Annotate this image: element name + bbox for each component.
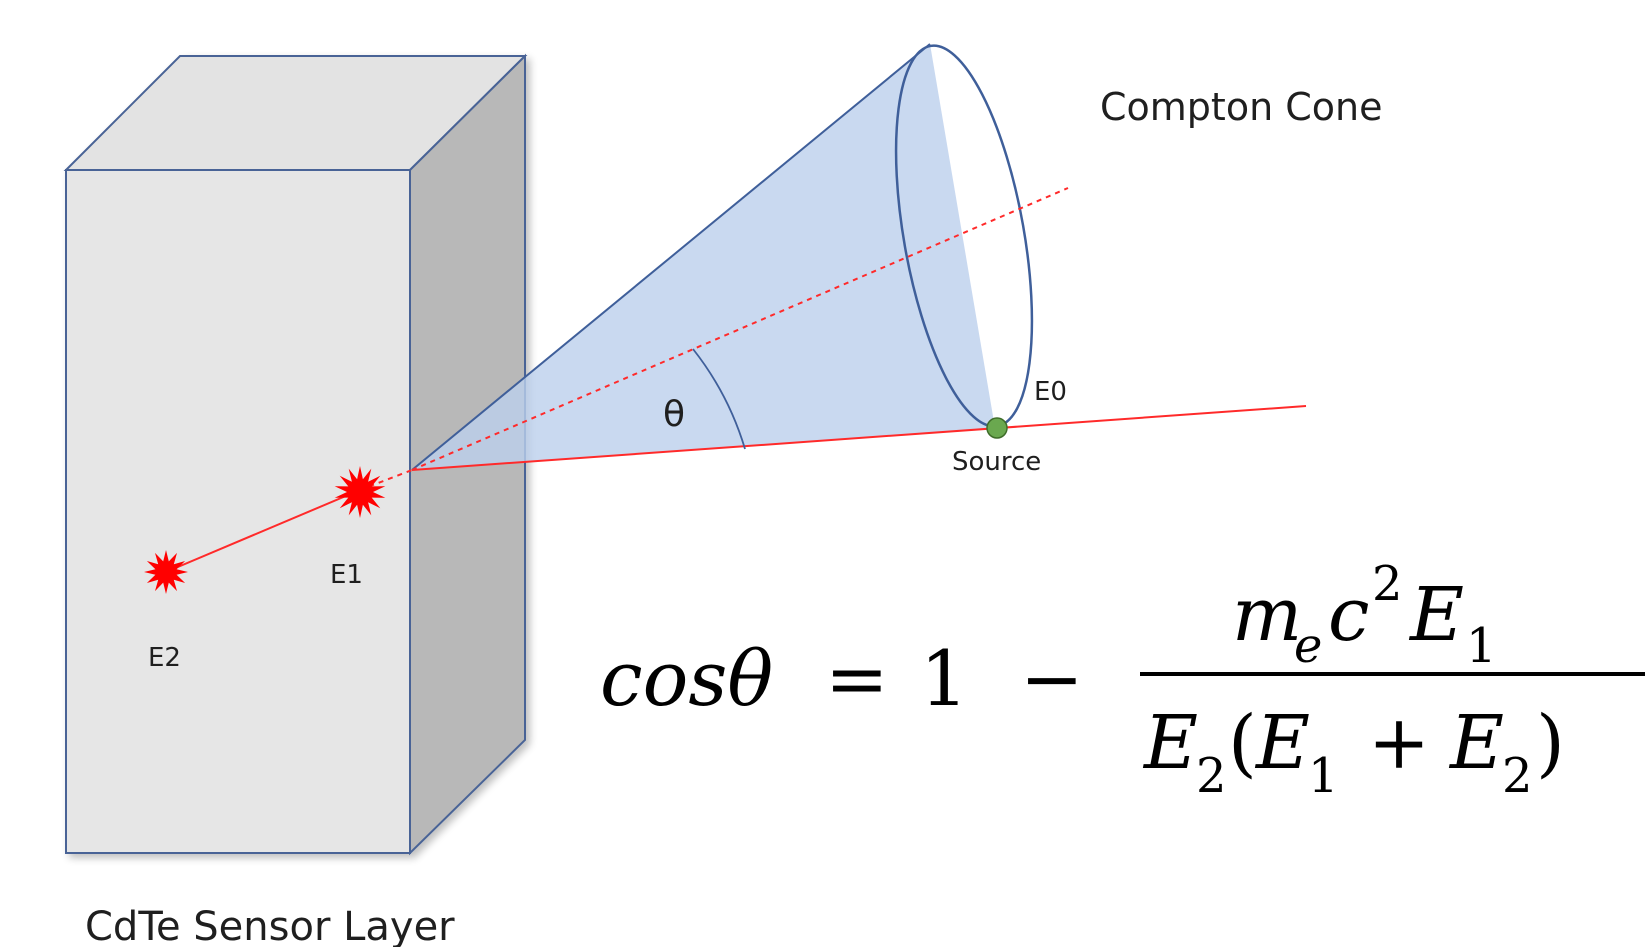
compton-formula: cosθ = 1 − m e c 2 E 1 E 2 ( E 1 + E 2 ) bbox=[600, 556, 1645, 804]
e2-interaction-burst bbox=[144, 550, 188, 594]
e0-label: E0 bbox=[1034, 377, 1067, 407]
denominator-e-b: E bbox=[1254, 700, 1310, 786]
e1-to-e2-ray bbox=[165, 489, 361, 573]
denominator-close-paren: ) bbox=[1536, 700, 1565, 786]
numerator-c: c bbox=[1328, 572, 1369, 658]
source-dot bbox=[986, 417, 1008, 439]
sensor-front-face bbox=[65, 169, 411, 854]
cone-body bbox=[412, 44, 995, 470]
cdte-sensor-box bbox=[63, 53, 528, 856]
source-label: Source bbox=[952, 447, 1041, 477]
e1-label: E1 bbox=[330, 560, 363, 590]
formula-equals: = bbox=[825, 634, 889, 723]
numerator-m: m bbox=[1232, 572, 1302, 658]
formula-one: 1 bbox=[920, 634, 968, 723]
formula-minus: − bbox=[1020, 634, 1084, 723]
formula-lhs: cosθ bbox=[600, 634, 773, 723]
scatter-to-source-ray bbox=[411, 405, 1307, 471]
numerator-e-sub: 1 bbox=[1466, 618, 1497, 674]
numerator-c-sup: 2 bbox=[1372, 556, 1403, 612]
e1-interaction-burst bbox=[334, 466, 386, 518]
compton-cone-label: Compton Cone bbox=[1100, 85, 1382, 129]
formula-numerator: m e c 2 E 1 bbox=[1232, 556, 1497, 674]
numerator-m-sub: e bbox=[1294, 618, 1322, 674]
denominator-e-a: E bbox=[1142, 700, 1198, 786]
theta-label: θ bbox=[663, 394, 685, 435]
theta-angle-arc bbox=[692, 348, 746, 450]
numerator-e: E bbox=[1408, 572, 1464, 658]
e2-label: E2 bbox=[148, 643, 181, 673]
denominator-e-c-sub: 2 bbox=[1502, 748, 1533, 804]
denominator-e-b-sub: 1 bbox=[1308, 748, 1339, 804]
denominator-e-a-sub: 2 bbox=[1196, 748, 1227, 804]
rays bbox=[165, 187, 1307, 573]
denominator-open-paren: ( bbox=[1228, 700, 1257, 786]
cone-upper-edge bbox=[411, 43, 931, 471]
formula-denominator: E 2 ( E 1 + E 2 ) bbox=[1142, 700, 1565, 804]
denominator-e-c: E bbox=[1448, 700, 1504, 786]
sensor-layer-label: CdTe Sensor Layer bbox=[85, 904, 455, 947]
denominator-plus: + bbox=[1368, 700, 1430, 786]
